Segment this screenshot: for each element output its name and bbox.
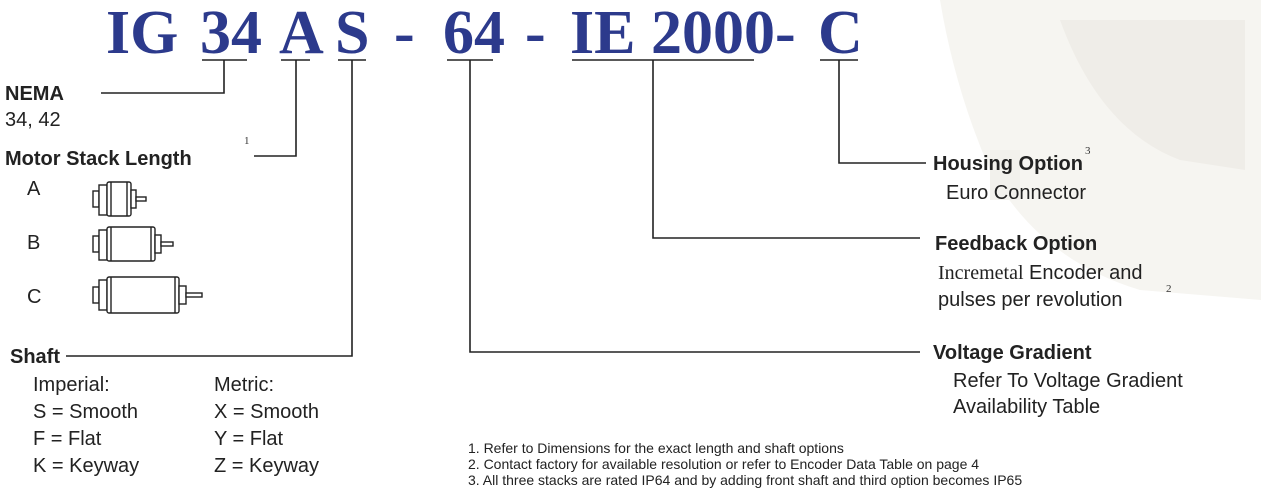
code-dash-3: - (775, 0, 796, 67)
housing-desc: Euro Connector (946, 182, 1087, 204)
housing-note-ref: 3 (1085, 145, 1091, 157)
footnote: 3. All three stacks are rated IP64 and b… (468, 472, 1023, 488)
motor-c-icon (92, 276, 203, 314)
feedback-desc: Incremetal Encoder and (938, 262, 1142, 284)
code-dash-2: - (525, 0, 546, 67)
code-housing: C (818, 0, 863, 67)
leader-nema (101, 60, 225, 94)
feedback-desc-serif: Incremetal (938, 262, 1024, 284)
voltage-desc-1: Refer To Voltage Gradient (953, 370, 1183, 392)
code-stack: A (279, 0, 324, 67)
stack-title: Motor Stack Length (5, 148, 192, 170)
shaft-title: Shaft (10, 346, 60, 368)
leader-voltage (469, 60, 920, 353)
feedback-note-ref: 2 (1166, 283, 1172, 295)
housing-title: Housing Option (933, 153, 1083, 175)
shaft-metric-item: X = Smooth (214, 401, 320, 423)
nema-values: 34, 42 (5, 109, 61, 131)
stack-option-c: C (27, 286, 42, 308)
shaft-imperial-heading: Imperial: (33, 374, 110, 396)
footnote: 1. Refer to Dimensions for the exact len… (468, 440, 844, 456)
code-dash-1: - (394, 0, 415, 67)
shaft-metric-item: Y = Flat (214, 428, 284, 450)
feedback-title: Feedback Option (935, 233, 1098, 255)
footnote: 2. Contact factory for available resolut… (468, 456, 980, 472)
leader-housing (838, 60, 926, 164)
feedback-desc-2: pulses per revolution (938, 289, 1123, 311)
stack-option-b: B (27, 232, 41, 254)
shaft-metric-item: Z = Keyway (214, 455, 320, 477)
leader-shaft (66, 60, 353, 357)
feedback-desc-rest: Encoder and (1023, 262, 1143, 284)
leader-feedback (652, 60, 920, 239)
leader-stack (254, 60, 297, 157)
shaft-metric-heading: Metric: (214, 374, 274, 396)
shaft-imperial-item: F = Flat (33, 428, 102, 450)
code-series: IG (106, 0, 179, 67)
code-voltage: 64 (443, 0, 505, 67)
motor-a-icon (92, 181, 147, 217)
voltage-desc-2: Availability Table (953, 396, 1101, 418)
shaft-imperial-item: S = Smooth (33, 401, 139, 423)
shaft-imperial-item: K = Keyway (33, 455, 140, 477)
code-shaft: S (335, 0, 370, 67)
code-feedback: IE 2000 (570, 0, 775, 67)
stack-option-a: A (27, 178, 41, 200)
voltage-title: Voltage Gradient (933, 342, 1092, 364)
nema-title: NEMA (5, 83, 64, 105)
code-nema: 34 (200, 0, 262, 67)
stack-note-ref: 1 (244, 135, 250, 147)
motor-b-icon (92, 226, 174, 262)
